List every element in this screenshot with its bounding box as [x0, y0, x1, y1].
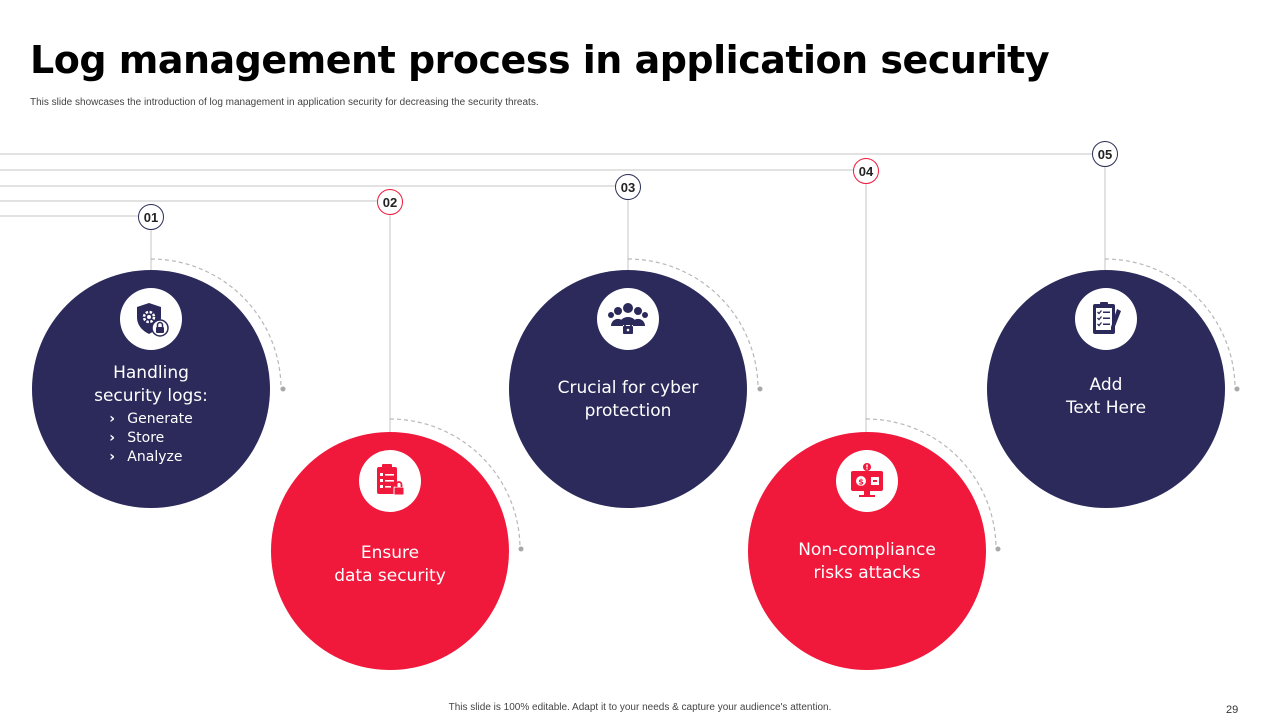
chevron-right-icon: › — [109, 430, 116, 446]
step-circle-04: $ Non-compliance risks attacks — [748, 432, 986, 670]
bullet-item: ›Store — [109, 430, 165, 446]
bullet-item: ›Analyze — [109, 449, 183, 465]
step-number-05: 05 — [1092, 141, 1118, 167]
step-text-04: Non-compliance risks attacks — [798, 540, 936, 583]
step-text-03: Crucial for cyber protection — [557, 378, 699, 421]
shield-gear-lock-icon — [120, 288, 182, 350]
step-circle-05: Add Text Here — [987, 270, 1225, 508]
slide-title: Log management process in application se… — [30, 38, 1050, 82]
dashed-arc-02 — [389, 418, 521, 550]
chevron-right-icon: › — [109, 411, 116, 427]
step-number-04: 04 — [853, 158, 879, 184]
step-01-bullets: ›Generate ›Store ›Analyze — [109, 410, 192, 467]
group-lock-icon — [597, 288, 659, 350]
dashed-arc-01 — [150, 258, 282, 390]
clipboard-checklist-icon — [1075, 288, 1137, 350]
svg-text:$: $ — [858, 478, 864, 487]
dashed-arc-03 — [627, 258, 759, 390]
bullet-item: ›Generate — [109, 411, 193, 427]
chevron-right-icon: › — [109, 449, 116, 465]
step-number-01: 01 — [138, 204, 164, 230]
step-text-05: Add Text Here — [1065, 375, 1147, 418]
slide-footer: This slide is 100% editable. Adapt it to… — [448, 702, 832, 713]
step-text-01: Handling security logs: — [94, 363, 208, 406]
step-text-02: Ensure data security — [334, 543, 446, 586]
document-lock-icon — [359, 450, 421, 512]
monitor-warning-icon: $ — [836, 450, 898, 512]
page-number: 29 — [1226, 704, 1239, 716]
step-circle-03: Crucial for cyber protection — [509, 270, 747, 508]
step-number-03: 03 — [615, 174, 641, 200]
dashed-arc-04 — [865, 418, 997, 550]
step-number-02: 02 — [377, 189, 403, 215]
dashed-arc-05 — [1104, 258, 1236, 390]
step-circle-02: Ensure data security — [271, 432, 509, 670]
slide-subtitle: This slide showcases the introduction of… — [30, 97, 539, 108]
step-circle-01: Handling security logs: ›Generate ›Store… — [32, 270, 270, 508]
